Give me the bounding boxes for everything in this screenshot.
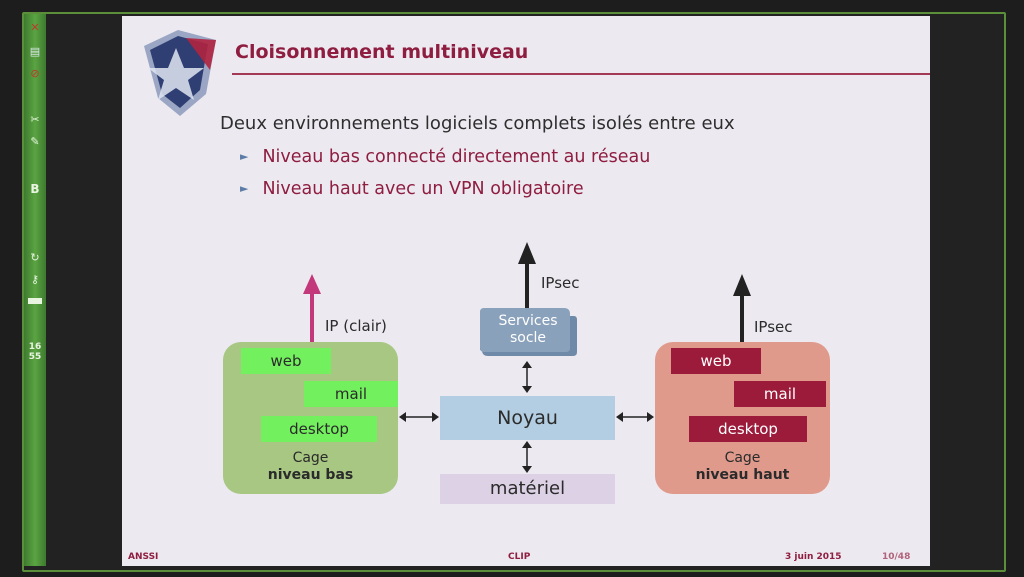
stop-icon[interactable]: ⊘ bbox=[30, 66, 40, 80]
services-label-line2: socle bbox=[509, 330, 547, 346]
high-kernel-link bbox=[616, 412, 654, 422]
close-icon[interactable]: ✕ bbox=[30, 20, 40, 34]
presentation-slide: Cloisonnement multiniveau Deux environne… bbox=[122, 16, 930, 566]
bullet-text: Niveau haut avec un VPN obligatoire bbox=[262, 179, 584, 199]
bullet-item: ► Niveau bas connecté directement au rése… bbox=[240, 147, 650, 167]
slide-title: Cloisonnement multiniveau bbox=[235, 41, 529, 63]
kernel-hardware-link bbox=[522, 441, 532, 473]
cage-low-label-line1: Cage bbox=[292, 450, 329, 466]
kernel-box: Noyau bbox=[440, 396, 615, 440]
services-socle-box: Services socle bbox=[478, 308, 578, 358]
services-shape bbox=[480, 308, 577, 356]
intro-text: Deux environnements logiciels complets i… bbox=[220, 113, 735, 134]
footer-org: ANSSI bbox=[128, 552, 159, 562]
high-network-arrow bbox=[733, 274, 751, 342]
services-kernel-link bbox=[522, 361, 532, 393]
indicator-bar bbox=[28, 298, 42, 304]
high-arrow-label: IPsec bbox=[754, 318, 793, 336]
side-taskbar: ✕ ▤ ⊘ ✂ ✎ B ↻ ⚷ 16 55 bbox=[24, 14, 46, 566]
clock-hours: 16 bbox=[28, 342, 42, 352]
cage-low-label-line2: niveau bas bbox=[267, 467, 354, 483]
architecture-diagram bbox=[303, 242, 751, 473]
title-divider bbox=[232, 73, 930, 75]
footer-date: 3 juin 2015 bbox=[785, 552, 842, 562]
anssi-logo-icon bbox=[144, 30, 216, 116]
printer-icon[interactable]: ▤ bbox=[29, 44, 41, 58]
bullet-item: ► Niveau haut avec un VPN obligatoire bbox=[240, 179, 584, 199]
bullet-text: Niveau bas connecté directement au résea… bbox=[262, 147, 651, 167]
lock-icon[interactable]: ⚷ bbox=[30, 272, 40, 286]
low-network-arrow bbox=[303, 274, 321, 342]
refresh-icon[interactable]: ↻ bbox=[30, 250, 40, 264]
level-badge: B bbox=[30, 182, 40, 196]
footer-project: CLIP bbox=[508, 552, 531, 562]
services-arrow-label: IPsec bbox=[541, 274, 580, 292]
low-arrow-label: IP (clair) bbox=[325, 317, 387, 335]
low-mail-app: mail bbox=[304, 381, 398, 407]
tools-icon[interactable]: ✂ bbox=[30, 112, 40, 126]
low-web-app: web bbox=[241, 348, 331, 374]
bullet-arrow-icon: ► bbox=[240, 182, 249, 195]
clock-minutes: 55 bbox=[28, 352, 42, 362]
high-desktop-app: desktop bbox=[689, 416, 807, 442]
bullet-arrow-icon: ► bbox=[240, 150, 249, 163]
cage-high-label-line2: niveau haut bbox=[695, 467, 790, 483]
services-network-arrow bbox=[518, 242, 536, 308]
cage-high-label-line1: Cage bbox=[724, 450, 761, 466]
services-label-line1: Services bbox=[498, 313, 558, 329]
low-kernel-link bbox=[399, 412, 439, 422]
high-mail-app: mail bbox=[734, 381, 826, 407]
hardware-box: matériel bbox=[440, 474, 615, 504]
footer-page-number: 10/48 bbox=[882, 552, 911, 562]
low-desktop-app: desktop bbox=[261, 416, 377, 442]
slide-footer: ANSSI CLIP 3 juin 2015 10/48 bbox=[122, 546, 930, 566]
high-web-app: web bbox=[671, 348, 761, 374]
wrench-icon[interactable]: ✎ bbox=[30, 134, 40, 148]
